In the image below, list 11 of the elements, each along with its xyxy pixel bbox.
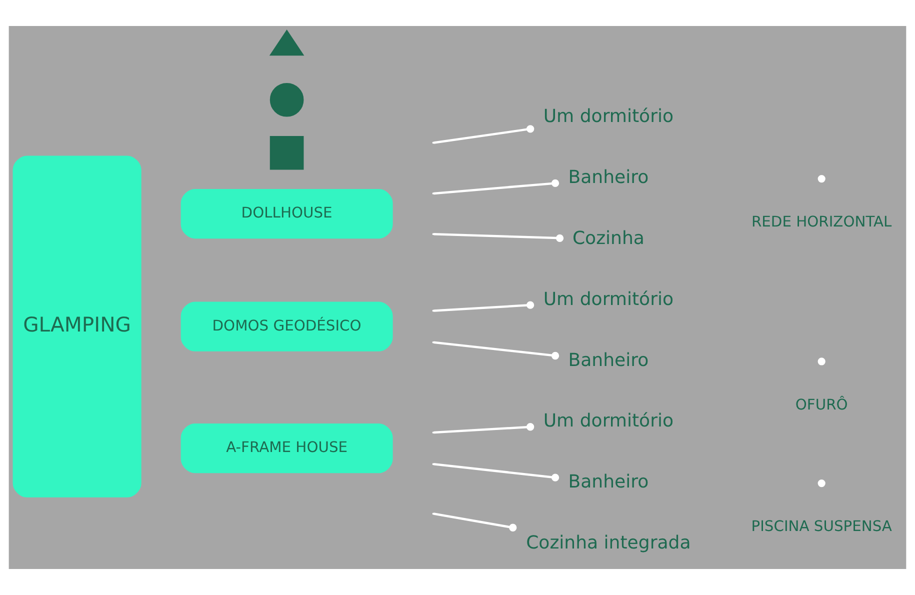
node-text: Cozinha integrada: [526, 532, 691, 554]
node-text: Banheiro: [568, 350, 649, 371]
label: PISCINA SUSPENSA: [751, 518, 892, 536]
label: REDE HORIZONTAL: [751, 214, 892, 231]
label: OFURÔ: [795, 396, 848, 414]
node-text: Banheiro: [568, 167, 649, 188]
node-text: Banheiro: [568, 472, 649, 493]
node-text: Um dormitório: [543, 410, 674, 432]
node-text: Cozinha: [572, 228, 644, 249]
node-text: Um dormitório: [543, 288, 674, 310]
node-text: Um dormitório: [543, 106, 674, 128]
